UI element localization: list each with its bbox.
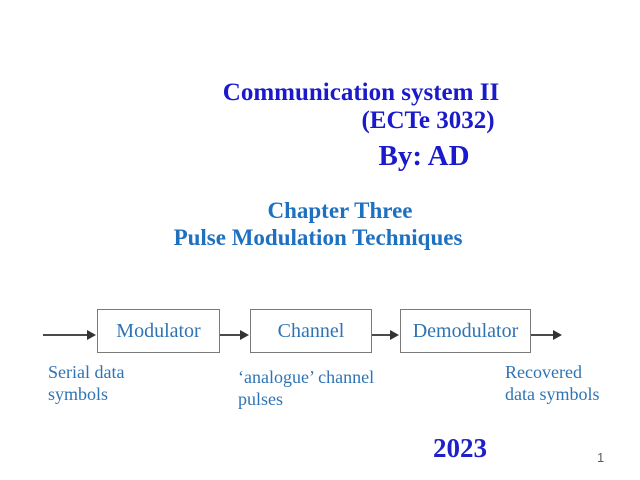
- course-title: Communication system II: [222, 79, 500, 106]
- caption-analogue-channel: ‘analogue’ channel pulses: [238, 366, 374, 410]
- demodulator-box: Demodulator: [400, 309, 531, 353]
- year-label: 2023: [433, 433, 487, 463]
- caption-serial-data-line1: Serial data: [48, 362, 125, 382]
- arrow-channel-to-demodulator: [372, 330, 399, 340]
- input-arrow: [43, 330, 96, 340]
- chapter-title: Chapter Three: [267, 198, 413, 223]
- arrow-modulator-to-channel: [220, 330, 249, 340]
- caption-recovered-symbols: Recovered data symbols: [505, 361, 600, 405]
- caption-serial-data: Serial data symbols: [48, 361, 124, 405]
- caption-serial-data-line2: symbols: [48, 384, 109, 404]
- demodulator-box-label: Demodulator: [412, 319, 519, 342]
- caption-recovered-symbols-line2: data symbols: [505, 384, 600, 404]
- page-number: 1: [597, 450, 605, 465]
- channel-box-label: Channel: [277, 319, 345, 342]
- channel-box: Channel: [250, 309, 372, 353]
- modulator-box-label: Modulator: [116, 319, 201, 342]
- caption-analogue-channel-line2: pulses: [238, 389, 283, 409]
- chapter-subtitle: Pulse Modulation Techniques: [173, 225, 463, 250]
- course-code: (ECTe 3032): [361, 107, 495, 134]
- modulator-box: Modulator: [97, 309, 220, 353]
- author-line: By: AD: [378, 140, 470, 172]
- caption-analogue-channel-line1: ‘analogue’ channel: [238, 367, 375, 387]
- output-arrow: [531, 330, 562, 340]
- caption-recovered-symbols-line1: Recovered: [505, 362, 582, 382]
